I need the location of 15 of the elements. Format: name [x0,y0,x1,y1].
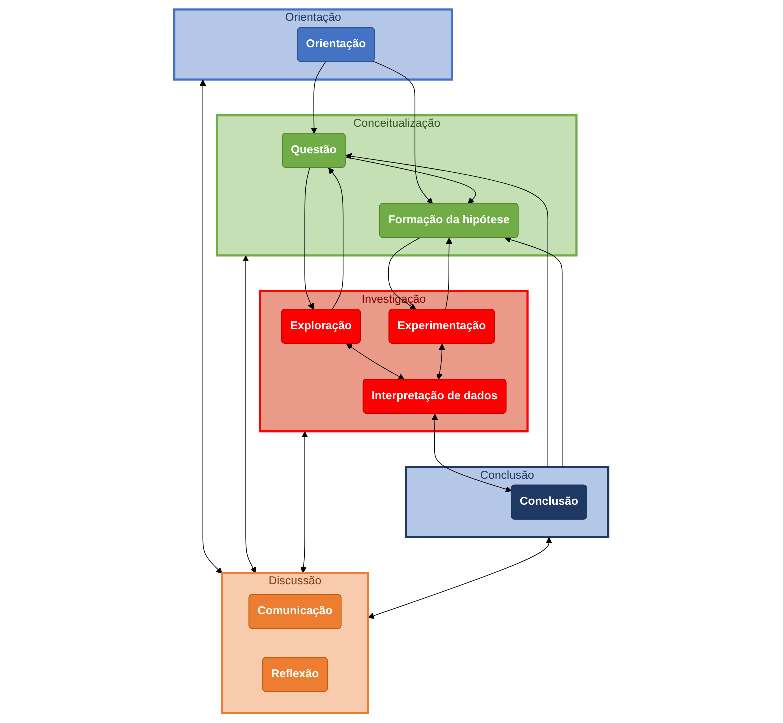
arrow [436,344,446,380]
arrow [311,62,326,134]
arrow [373,61,434,204]
arrow [300,432,308,574]
arrow [346,344,405,380]
arrow [200,80,223,574]
arrow [242,256,256,574]
arrow [368,537,552,620]
arrow [504,236,563,468]
arrow [346,153,548,468]
arrow [345,156,476,204]
arrow [304,168,314,310]
arrow [328,168,344,310]
arrow [432,414,512,492]
arrow [445,238,452,310]
